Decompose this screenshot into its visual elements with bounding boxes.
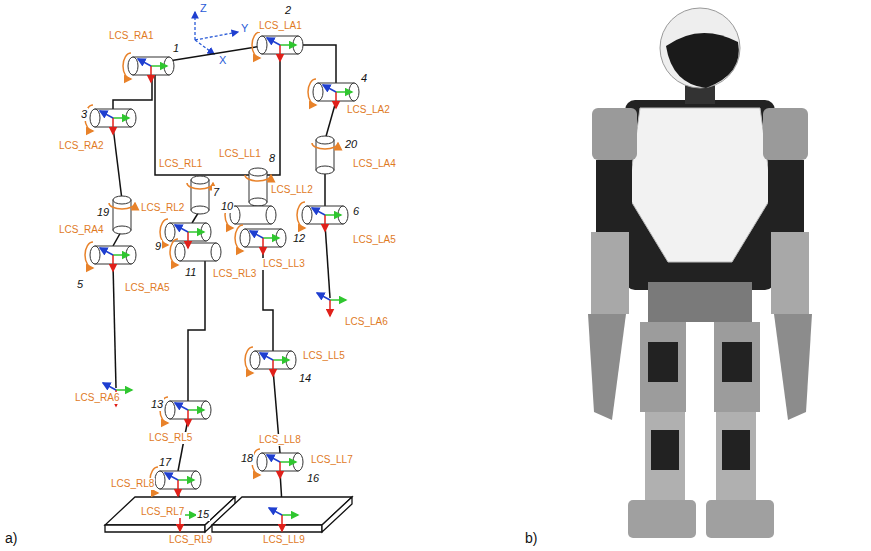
frame-label: LCS_LA2 (346, 104, 391, 116)
frame-triad (250, 231, 279, 254)
robot-thigh (640, 322, 686, 412)
frame-triad (165, 473, 194, 496)
robot-shin (716, 412, 756, 500)
robot-face (666, 33, 739, 88)
frame-label: LCS_RL5 (148, 432, 193, 444)
frame-triad (175, 225, 204, 248)
joint-number: 14 (298, 372, 312, 385)
frame-label: LCS_LL9 (262, 534, 306, 546)
robot-body (625, 100, 775, 290)
axis-label: Y (240, 22, 249, 35)
robot-servo (648, 342, 678, 382)
frame-label: LCS_RL2 (140, 202, 185, 214)
frame-label: LCS_RL7 (140, 506, 185, 518)
frame-triad (175, 403, 204, 426)
joint-number: 18 (240, 452, 254, 465)
frame-label: LCS_LA5 (352, 234, 397, 246)
frame-label: LCS_LA6 (344, 316, 389, 328)
robot-upper-arm (768, 160, 804, 232)
joint-number: 9 (154, 240, 162, 253)
frame-triad (138, 59, 167, 82)
frame-label: LCS_RL1 (158, 158, 203, 170)
robot-upper-arm (596, 160, 632, 232)
frame-label: LCS_LL8 (258, 434, 302, 446)
robot-shoulder (763, 108, 808, 160)
frame-label: LCS_RA2 (58, 140, 104, 152)
frame-label: LCS_RL9 (168, 534, 213, 546)
panel-label: b) (524, 530, 538, 546)
frame-triad (100, 111, 129, 134)
frame-triad (269, 508, 298, 531)
frame-label: LCS_RA4 (58, 224, 104, 236)
joint-number: 7 (212, 186, 220, 199)
joint-number: 12 (292, 232, 306, 245)
robot-forearm (591, 232, 629, 314)
joint-number: 1 (172, 42, 180, 55)
robot-servo (651, 430, 679, 470)
frame-label: LCS_RA1 (108, 30, 154, 42)
axis-label: X (218, 54, 227, 67)
frame-triad (267, 455, 296, 478)
panel-label: a) (4, 530, 18, 546)
robot-head (660, 8, 740, 88)
joint-number: 11 (184, 266, 197, 279)
frame-label: LCS_LL7 (310, 454, 354, 466)
joint-cylinders (85, 32, 359, 493)
robot-photo (588, 8, 812, 538)
robot-gripper (588, 314, 626, 420)
frame-label: LCS_RL3 (212, 268, 257, 280)
robot-foot (706, 500, 774, 538)
robot-servo (722, 430, 750, 470)
robot-shoulder (592, 108, 637, 160)
frame-triad (260, 353, 289, 376)
foot-plates (105, 497, 352, 532)
axis-label: Z (199, 2, 208, 15)
frame-label: LCS_LL5 (302, 350, 346, 362)
frame-label: LCS_RA5 (124, 282, 170, 294)
joint-cylinder (312, 136, 338, 174)
frame-label: LCS_LA4 (352, 158, 397, 170)
joint-number: 5 (76, 278, 84, 291)
frame-label: LCS_LL3 (262, 258, 306, 270)
frame-label: LCS_LL1 (218, 148, 262, 160)
joint-cylinder (187, 176, 213, 214)
robot-servo (722, 342, 752, 382)
frame-label: LCS_LA1 (258, 20, 303, 32)
joint-number: 20 (344, 138, 358, 151)
world-axes (195, 12, 238, 54)
joint-number: 15 (196, 508, 210, 521)
frame-triad (267, 38, 296, 61)
joint-number: 13 (150, 398, 164, 411)
joint-number: 17 (158, 456, 172, 469)
link-lines (113, 45, 336, 505)
joint-number: 4 (360, 72, 368, 85)
robot-thigh (714, 322, 760, 412)
joint-cylinder (170, 239, 221, 265)
frame-triad (312, 208, 341, 231)
frame-label: LCS_RA6 (74, 392, 120, 404)
joint-number: 6 (352, 205, 360, 218)
robot-forearm (771, 232, 809, 314)
joint-number: 8 (268, 152, 276, 165)
robot-gripper (774, 314, 812, 420)
robot-foot (628, 500, 696, 538)
joint-number: 10 (220, 200, 234, 213)
frame-triad (317, 293, 346, 316)
joint-cylinder (245, 168, 271, 206)
joint-number: 3 (80, 108, 88, 121)
frame-label: LCS_RL8 (110, 478, 155, 490)
robot-hips (648, 282, 752, 322)
joint-number: 2 (284, 4, 292, 17)
robot-chest-plate (628, 108, 772, 262)
frame-label: LCS_LL2 (270, 184, 314, 196)
frame-triad (100, 248, 129, 271)
joint-cylinder (109, 196, 135, 234)
robot-shin (645, 412, 685, 500)
joint-number: 16 (306, 472, 320, 485)
joint-number: 19 (96, 206, 110, 219)
